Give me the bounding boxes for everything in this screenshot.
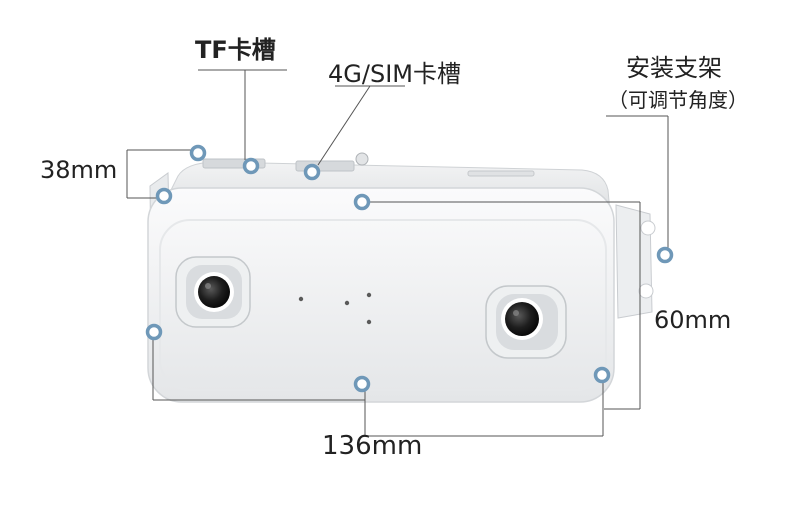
marker-height-top — [353, 193, 371, 211]
marker-depth-bottom — [155, 187, 173, 205]
top-screw — [355, 152, 369, 166]
marker-length-center — [353, 375, 371, 393]
marker-sim — [303, 163, 321, 181]
marker-length-left — [145, 323, 163, 341]
depth-dimension-label: 38mm — [40, 156, 118, 184]
mounting-bracket-right — [615, 204, 656, 319]
bracket-label: 安装支架 — [626, 54, 722, 82]
sensor-holes — [298, 292, 372, 325]
length-dimension-label: 136mm — [322, 431, 423, 461]
leader-lines — [126, 69, 669, 437]
tf-slot-label: TF卡槽 — [195, 36, 276, 64]
marker-bracket — [656, 246, 674, 264]
bracket-note-label: （可调节角度） — [608, 88, 748, 112]
marker-depth-top — [189, 144, 207, 162]
marker-tf — [242, 157, 260, 175]
callout-markers — [145, 144, 674, 393]
height-dimension-label: 60mm — [654, 306, 732, 334]
top-vent — [467, 170, 535, 177]
right-lens — [485, 285, 567, 359]
left-lens — [175, 256, 251, 328]
marker-height-bottom — [593, 366, 611, 384]
sim-slot-label: 4G/SIM卡槽 — [328, 60, 461, 88]
